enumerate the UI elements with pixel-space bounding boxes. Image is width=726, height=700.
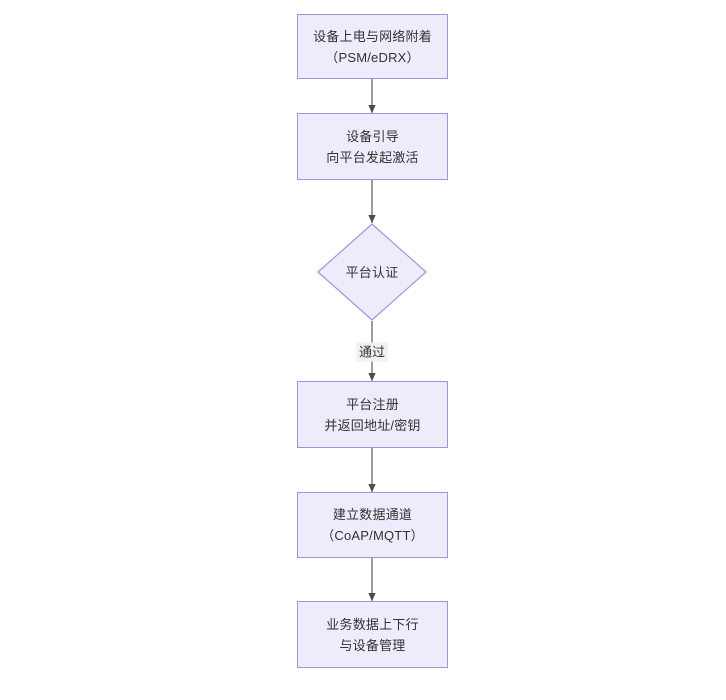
node-device-bootstrap[interactable]: 设备引导 向平台发起激活 (297, 113, 448, 180)
diamond-shape (317, 223, 427, 321)
edge-label-text: 通过 (358, 344, 386, 360)
node-label: 设备引导 向平台发起激活 (326, 128, 419, 165)
node-label: 建立数据通道 （CoAP/MQTT） (321, 507, 424, 543)
node-label: 平台注册 并返回地址/密钥 (324, 396, 421, 433)
node-label: 业务数据上下行 与设备管理 (326, 616, 419, 653)
node-establish-data-channel[interactable]: 建立数据通道 （CoAP/MQTT） (297, 492, 448, 558)
node-platform-authentication[interactable]: 平台认证 (317, 223, 427, 321)
node-label: 设备上电与网络附着 （PSM/eDRX） (313, 28, 432, 65)
node-label: 平台认证 (345, 264, 399, 280)
node-device-power-on[interactable]: 设备上电与网络附着 （PSM/eDRX） (297, 14, 448, 79)
edge-label-pass: 通过 (355, 342, 389, 362)
node-platform-registration[interactable]: 平台注册 并返回地址/密钥 (297, 381, 448, 448)
node-business-data-and-device-management[interactable]: 业务数据上下行 与设备管理 (297, 601, 448, 668)
